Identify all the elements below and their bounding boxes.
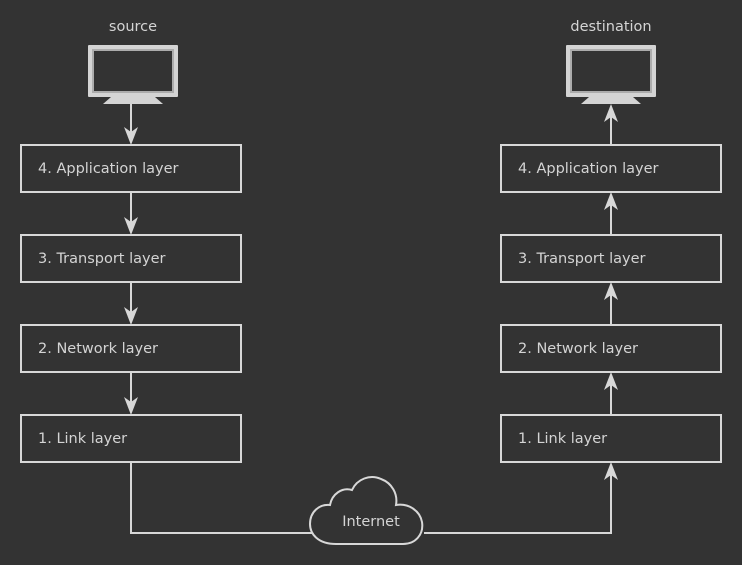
- source-layer-1-link[interactable]: 1. Link layer: [20, 414, 242, 463]
- source-layer-4-label: 4. Application layer: [38, 161, 178, 177]
- destination-label: destination: [570, 19, 651, 35]
- internet-cloud-group[interactable]: Internet: [308, 476, 424, 545]
- source-monitor-icon: [88, 45, 178, 104]
- destination-endpoint-group: destination: [566, 19, 656, 104]
- source-endpoint-group: source: [88, 19, 178, 104]
- source-layer-2-network[interactable]: 2. Network layer: [20, 324, 242, 373]
- destination-layer-3-transport[interactable]: 3. Transport layer: [500, 234, 722, 283]
- destination-layer-2-label: 2. Network layer: [518, 341, 638, 357]
- source-layer-3-box[interactable]: [20, 234, 242, 283]
- source-connector-network-to-link: [124, 372, 138, 415]
- destination-layer-2-network[interactable]: 2. Network layer: [500, 324, 722, 373]
- destination-layer-2-box[interactable]: [500, 324, 722, 373]
- source-layer-3-label: 3. Transport layer: [38, 251, 166, 267]
- destination-layer-4-box[interactable]: [500, 144, 722, 193]
- source-connector-app-to-transport: [124, 192, 138, 235]
- destination-layer-4-application[interactable]: 4. Application layer: [500, 144, 722, 193]
- source-layer-4-box[interactable]: [20, 144, 242, 193]
- source-connector-link-to-internet: [130, 462, 318, 534]
- source-label: source: [109, 19, 157, 35]
- destination-layer-1-label: 1. Link layer: [518, 431, 607, 447]
- destination-layer-4-label: 4. Application layer: [518, 161, 658, 177]
- source-layer-1-box[interactable]: [20, 414, 242, 463]
- destination-layer-3-label: 3. Transport layer: [518, 251, 646, 267]
- cloud-icon: [308, 476, 424, 545]
- source-connector-transport-to-network: [124, 282, 138, 325]
- source-layer-3-transport[interactable]: 3. Transport layer: [20, 234, 242, 283]
- internet-label: Internet: [342, 514, 400, 530]
- destination-monitor-icon: [566, 45, 656, 104]
- destination-connector-app-to-monitor: [604, 104, 618, 145]
- source-layer-4-application[interactable]: 4. Application layer: [20, 144, 242, 193]
- destination-connector-network-to-transport: [604, 282, 618, 325]
- source-layer-2-label: 2. Network layer: [38, 341, 158, 357]
- source-layer-2-box[interactable]: [20, 324, 242, 373]
- internet-connector-to-destination-link: [424, 462, 618, 534]
- source-layer-1-label: 1. Link layer: [38, 431, 127, 447]
- destination-connector-transport-to-app: [604, 192, 618, 235]
- destination-connector-link-to-network: [604, 372, 618, 415]
- source-connector-monitor-to-app: [124, 104, 138, 145]
- destination-layer-3-box[interactable]: [500, 234, 722, 283]
- destination-layer-1-link[interactable]: 1. Link layer: [500, 414, 722, 463]
